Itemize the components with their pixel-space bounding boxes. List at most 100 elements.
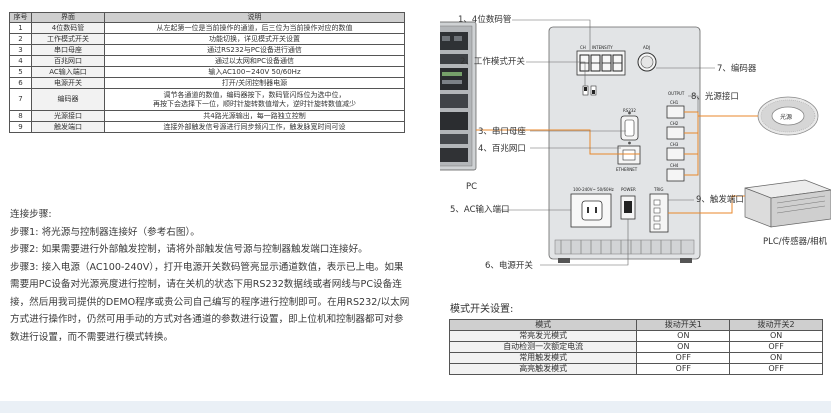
row-index: 1	[9, 22, 32, 34]
row-name: 触发端口	[31, 121, 105, 133]
rs232-label: RS232	[623, 108, 636, 113]
plc-label: PLC/传感器/相机	[763, 236, 828, 247]
row-desc: 调节各通道的数值，编码器按下，数码管闪烁位为选中位， 再按下会选择下一位，顺时针…	[104, 88, 405, 111]
table-row: 常用触发模式 OFF ON	[448, 352, 823, 364]
header-description: 说明	[104, 12, 405, 23]
row-index: 4	[9, 55, 32, 67]
row-desc: 通过以太网和PC设备通信	[104, 55, 405, 67]
table-row: 4 百兆网口 通过以太网和PC设备通信	[9, 55, 405, 67]
row-index: 2	[9, 33, 32, 45]
power-switch: POWER	[620, 187, 636, 220]
callout-encoder: 7、编码器	[717, 63, 757, 74]
mode-name: 常用触发模式	[448, 352, 638, 364]
row-name: 百兆网口	[31, 55, 105, 67]
mode-settings-table: 模式 拨动开关1 拨动开关2 常亮发光模式 ON ON 自动检测一次额定电流 O…	[448, 319, 823, 375]
row-name: 串口母座	[31, 44, 105, 56]
ethernet-port: ETHERNET	[616, 145, 641, 172]
table-row: 2 工作模式开关 功能切换，详见模式开关设置	[9, 33, 405, 45]
header-index: 序号	[9, 12, 32, 23]
bottom-strip	[0, 401, 831, 413]
table-row: 7 编码器 调节各通道的数值，编码器按下，数码管闪烁位为选中位， 再按下会选择下…	[9, 88, 405, 111]
ch2-label: CH2	[670, 121, 679, 126]
row-index: 5	[9, 66, 32, 78]
table-row: 3 串口母座 通过RS232与PC设备进行通信	[9, 44, 405, 56]
pc-tower	[440, 21, 477, 171]
wiring-diagram: PC CH INTENSITY ADJ	[440, 14, 831, 271]
display-intensity-label: INTENSITY	[592, 45, 613, 50]
ac-input-port: 100-240V~ 50/60Hz	[570, 187, 614, 228]
switch-2-value: OFF	[729, 363, 823, 375]
trig-label: TRIG	[653, 187, 664, 192]
switch-1-value: ON	[636, 341, 731, 353]
table-row: 自动检测一次额定电流 ON OFF	[448, 341, 823, 353]
callout-leaders	[498, 19, 715, 266]
callout-display: 1、4位数码管	[458, 14, 511, 25]
row-index: 3	[9, 44, 32, 56]
callout-mode-switch: 2、工作模式开关	[460, 56, 525, 67]
callout-trigger: 9、触发端口	[696, 194, 744, 205]
row-desc: 打开/关闭控制器电源	[104, 77, 405, 89]
table-row: 1 4位数码管 从左起第一位是当前操作的通道，后三位为当前操作对应的数值	[9, 22, 405, 34]
header-interface: 界面	[31, 12, 105, 23]
callout-light-interface: 8、光源接口	[691, 91, 739, 102]
power-label: POWER	[621, 187, 636, 192]
table-row: 常亮发光模式 ON ON	[448, 330, 823, 342]
switch-1-value: ON	[636, 330, 731, 342]
row-name: AC输入端口	[31, 66, 105, 78]
mode-switch-icon	[582, 85, 597, 96]
trigger-port: TRIG	[649, 187, 669, 233]
ac-rating-label: 100-240V~ 50/60Hz	[573, 187, 614, 192]
callout-ac-input: 5、AC输入端口	[450, 204, 510, 215]
mode-name: 常亮发光模式	[448, 330, 638, 342]
plc-device	[744, 179, 831, 228]
ch1-label: CH1	[670, 100, 679, 105]
row-desc: 通过RS232与PC设备进行通信	[104, 44, 405, 56]
row-name: 光源接口	[31, 110, 105, 122]
ch4-label: CH4	[670, 163, 679, 168]
connection-lines	[476, 111, 758, 214]
callout-power-switch: 6、电源开关	[485, 260, 533, 271]
table-row: 高亮触发模式 OFF OFF	[448, 363, 823, 375]
callout-ethernet: 4、百兆网口	[478, 143, 526, 154]
ring-light: 光源	[757, 96, 819, 136]
ethernet-label: ETHERNET	[616, 167, 638, 172]
row-name: 电源开关	[31, 77, 105, 89]
ring-light-label: 光源	[780, 113, 792, 121]
connection-steps: 连接步骤: 步骤1: 将光源与控制器连接好（参考右图）。 步骤2: 如果需要进行…	[10, 206, 410, 346]
mode-name: 自动检测一次额定电流	[448, 341, 638, 353]
row-desc: 从左起第一位是当前操作的通道，后三位为当前操作对应的数值	[104, 22, 405, 34]
interface-table: 序号 界面 说明 1 4位数码管 从左起第一位是当前操作的通道，后三位为当前操作…	[9, 12, 405, 133]
row-index: 8	[9, 110, 32, 122]
row-name: 工作模式开关	[31, 33, 105, 45]
output-label: OUTPUT	[668, 91, 685, 96]
row-name: 编码器	[31, 88, 105, 111]
step-2: 步骤2: 如果需要进行外部触发控制，请将外部触发信号源与控制器触发端口连接好。	[10, 244, 368, 255]
switch-1-value: OFF	[636, 352, 731, 364]
header-mode: 模式	[448, 319, 638, 331]
header-switch-2: 拨动开关2	[729, 319, 823, 331]
row-name: 4位数码管	[31, 22, 105, 34]
table-row: 5 AC输入端口 输入AC100~240V 50/60Hz	[9, 66, 405, 78]
ch3-label: CH3	[670, 142, 679, 147]
row-desc: 连接外部触发信号源进行同步频闪工作，触发脉宽时间可设	[104, 121, 405, 133]
table-row: 8 光源接口 共4路光源输出，每一路独立控制	[9, 110, 405, 122]
pc-label: PC	[466, 182, 477, 192]
encoder-knob: ADJ	[637, 45, 657, 72]
row-desc: 功能切换，详见模式开关设置	[104, 33, 405, 45]
table-row: 9 触发端口 连接外部触发信号源进行同步频闪工作，触发脉宽时间可设	[9, 121, 405, 133]
table-row: 6 电源开关 打开/关闭控制器电源	[9, 77, 405, 89]
mode-settings-title: 模式开关设置:	[450, 304, 514, 315]
row-desc: 共4路光源输出，每一路独立控制	[104, 110, 405, 122]
row-index: 6	[9, 77, 32, 89]
row-index: 7	[9, 88, 32, 111]
row-index: 9	[9, 121, 32, 133]
display-ch-label: CH	[580, 45, 586, 50]
step-3: 步骤3: 接入电源（AC100-240V），打开电源开关数码管亮显示通道数值，表…	[10, 261, 410, 343]
adj-label: ADJ	[643, 45, 650, 50]
step-1: 步骤1: 将光源与控制器连接好（参考右图）。	[10, 226, 200, 238]
rs232-port: RS232	[620, 108, 639, 145]
row-desc: 输入AC100~240V 50/60Hz	[104, 66, 405, 78]
callout-serial: 3、串口母座	[478, 126, 526, 137]
light-source-outputs: OUTPUT CH1 CH2 CH3 CH4	[666, 91, 685, 182]
header-switch-1: 拨动开关1	[636, 319, 731, 331]
